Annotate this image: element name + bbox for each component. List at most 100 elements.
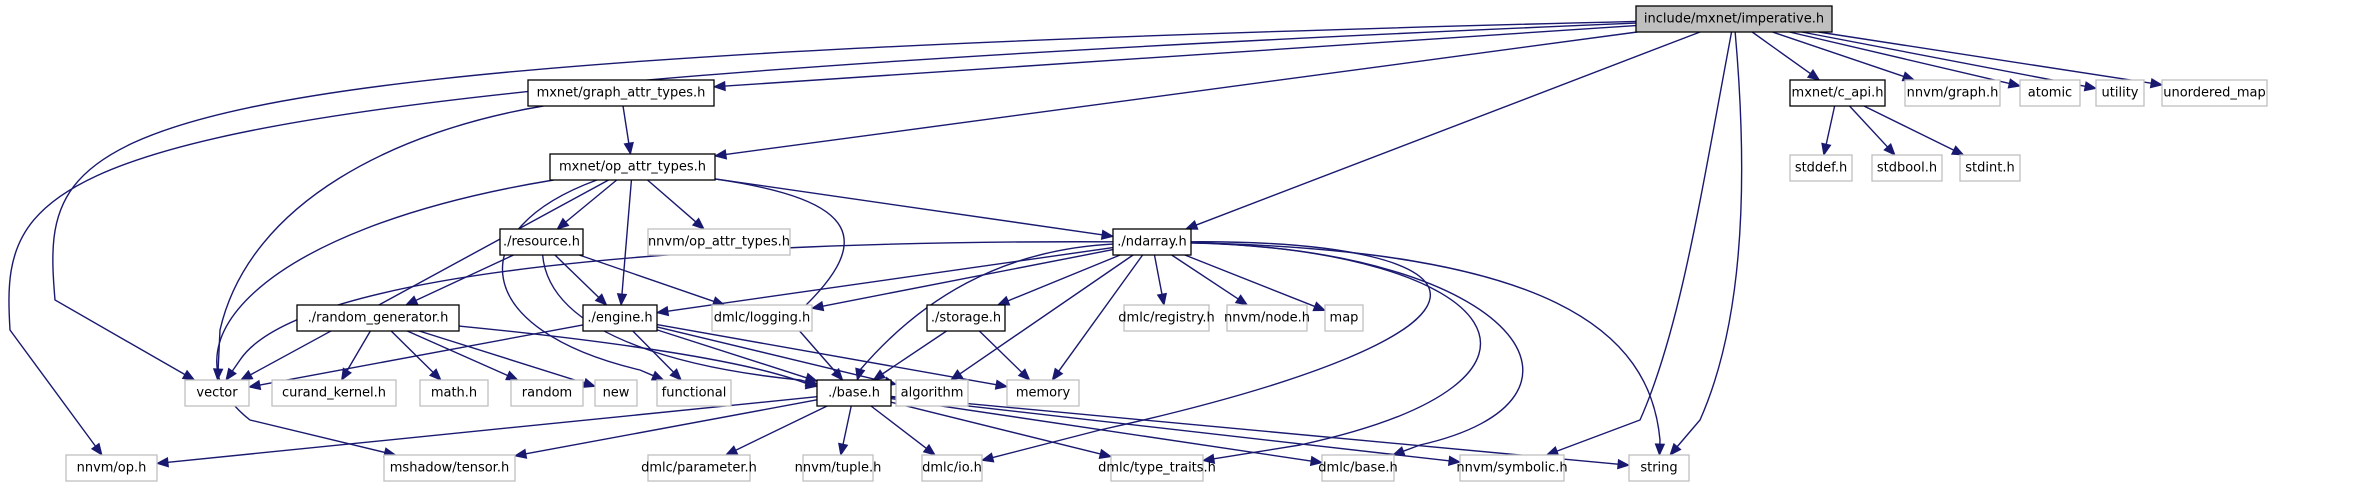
node-box bbox=[1112, 228, 1192, 256]
node-imperative[interactable]: include/mxnet/imperative.h bbox=[1635, 5, 1833, 33]
node-box bbox=[2161, 79, 2268, 107]
arrowhead-icon bbox=[1617, 458, 1631, 470]
node-random-generator[interactable]: ./random_generator.h bbox=[296, 304, 460, 332]
node-label: dmlc/base.h bbox=[1318, 461, 1397, 476]
edge-engine-to-functional bbox=[632, 330, 674, 373]
arrowhead-icon bbox=[1051, 367, 1064, 382]
edge-random-generator-to-new bbox=[419, 330, 585, 384]
node-dmlc-base: dmlc/base.h bbox=[1318, 454, 1398, 482]
arrowhead-icon bbox=[1017, 368, 1031, 381]
edge-imperative-to-unordered-map bbox=[1818, 31, 2152, 84]
node-box bbox=[383, 454, 516, 482]
edge-op-attr-types-to-vector bbox=[250, 179, 609, 376]
node-functional: functional bbox=[656, 379, 732, 407]
node-box bbox=[1459, 454, 1565, 482]
edge-ndarray-to-string bbox=[1190, 242, 1661, 445]
edge-ndarray-to-dmlc-registry bbox=[1153, 254, 1163, 295]
edge-resource-to-engine bbox=[554, 254, 600, 298]
edge-ndarray-to-nnvm-node bbox=[1171, 254, 1239, 300]
edge-resource-to-dmlc-logging bbox=[578, 254, 715, 303]
nodes-layer: include/mxnet/imperative.h mxnet/graph_at… bbox=[65, 5, 2268, 482]
node-box bbox=[816, 379, 892, 407]
arrowhead-icon bbox=[513, 448, 528, 459]
node-c-api[interactable]: mxnet/c_api.h bbox=[1789, 79, 1886, 107]
edge-imperative-to-graph-attr-types bbox=[724, 24, 1637, 87]
node-box bbox=[895, 379, 969, 407]
node-base[interactable]: ./base.h bbox=[816, 379, 892, 407]
node-box bbox=[647, 228, 791, 256]
node-unordered-map: unordered_map bbox=[2161, 79, 2268, 107]
arrowhead-icon bbox=[340, 367, 352, 382]
node-storage[interactable]: ./storage.h bbox=[926, 304, 1006, 332]
edge-c-api-to-stdint bbox=[1863, 105, 1955, 151]
node-dmlc-io: dmlc/io.h bbox=[921, 454, 983, 482]
arrowhead-icon bbox=[1669, 442, 1682, 457]
arrowhead-icon bbox=[2083, 81, 2098, 92]
node-label: memory bbox=[1016, 386, 1071, 401]
edge-storage-to-memory bbox=[978, 330, 1023, 373]
arrowhead-icon bbox=[1312, 301, 1327, 312]
node-op-attr-types[interactable]: mxnet/op_attr_types.h bbox=[549, 153, 716, 181]
node-label: functional bbox=[662, 386, 727, 401]
arrowhead-icon bbox=[404, 295, 419, 306]
edges-layer bbox=[8, 20, 2164, 470]
node-engine[interactable]: ./engine.h bbox=[582, 304, 658, 332]
edge-op-attr-types-to-functional bbox=[501, 179, 654, 377]
arrowhead-icon bbox=[713, 149, 728, 160]
node-label: nnvm/op.h bbox=[77, 461, 147, 476]
node-resource[interactable]: ./resource.h bbox=[499, 228, 584, 256]
node-graph-attr-types[interactable]: mxnet/graph_attr_types.h bbox=[527, 79, 715, 107]
node-atomic: atomic bbox=[2019, 79, 2081, 107]
node-label: dmlc/registry.h bbox=[1118, 311, 1214, 326]
edge-imperative-to-nnvm-op bbox=[8, 22, 1637, 447]
node-nnvm-graph: nnvm/graph.h bbox=[1904, 79, 2001, 107]
edge-graph-attr-types-to-op-attr-types bbox=[622, 105, 630, 144]
arrowhead-icon bbox=[594, 293, 608, 306]
arrowhead-icon bbox=[1098, 448, 1113, 459]
node-label: ./ndarray.h bbox=[1117, 235, 1187, 250]
node-stddef: stddef.h bbox=[1789, 154, 1853, 182]
arrowhead-icon bbox=[872, 369, 886, 381]
edge-imperative-to-nnvm-symbolic bbox=[1556, 31, 1733, 452]
node-box bbox=[527, 79, 715, 107]
edge-base-to-nnvm-op bbox=[167, 396, 818, 463]
arrowhead-icon bbox=[922, 443, 937, 456]
node-box bbox=[1006, 379, 1080, 407]
arrowhead-icon bbox=[1545, 446, 1560, 456]
node-box bbox=[1871, 154, 1943, 182]
node-label: atomic bbox=[2028, 86, 2072, 101]
arrowhead-icon bbox=[239, 369, 254, 381]
arrowhead-icon bbox=[994, 379, 1009, 390]
node-box bbox=[1628, 454, 1690, 482]
node-box bbox=[419, 379, 489, 407]
node-box bbox=[65, 454, 158, 482]
node-ndarray[interactable]: ./ndarray.h bbox=[1112, 228, 1192, 256]
arrowhead-icon bbox=[1234, 294, 1249, 306]
edge-ndarray-to-dmlc-io bbox=[992, 241, 1431, 459]
node-box bbox=[184, 379, 250, 407]
edge-ndarray-to-map bbox=[1184, 254, 1316, 308]
arrowhead-icon bbox=[1201, 453, 1216, 464]
edge-base-to-string bbox=[890, 395, 1619, 465]
edge-base-to-dmlc-base bbox=[890, 397, 1312, 462]
node-label: ./random_generator.h bbox=[308, 311, 449, 326]
node-label: ./base.h bbox=[828, 386, 880, 401]
node-label: vector bbox=[196, 386, 238, 401]
arrowhead-icon bbox=[2007, 78, 2022, 89]
edge-base-to-mshadow-tensor bbox=[525, 399, 818, 455]
edge-op-attr-types-to-nnvm-op-attr-types bbox=[647, 179, 697, 223]
edge-random-generator-to-curand-kernel bbox=[346, 330, 371, 371]
edge-ndarray-to-memory bbox=[1058, 254, 1144, 372]
node-curand-kernel: curand_kernel.h bbox=[271, 379, 397, 407]
edge-op-attr-types-to-ndarray bbox=[714, 178, 1103, 236]
node-label: random bbox=[522, 386, 572, 401]
node-label: nnvm/tuple.h bbox=[795, 461, 882, 476]
node-label: map bbox=[1330, 311, 1359, 326]
edge-ndarray-to-vector bbox=[231, 241, 1114, 372]
arrowhead-icon bbox=[831, 367, 844, 381]
edge-op-attr-types-to-engine bbox=[621, 179, 633, 295]
node-label: ./storage.h bbox=[931, 311, 1001, 326]
node-label: new bbox=[603, 386, 630, 401]
node-label: mxnet/graph_attr_types.h bbox=[537, 86, 706, 101]
node-label: math.h bbox=[431, 386, 477, 401]
